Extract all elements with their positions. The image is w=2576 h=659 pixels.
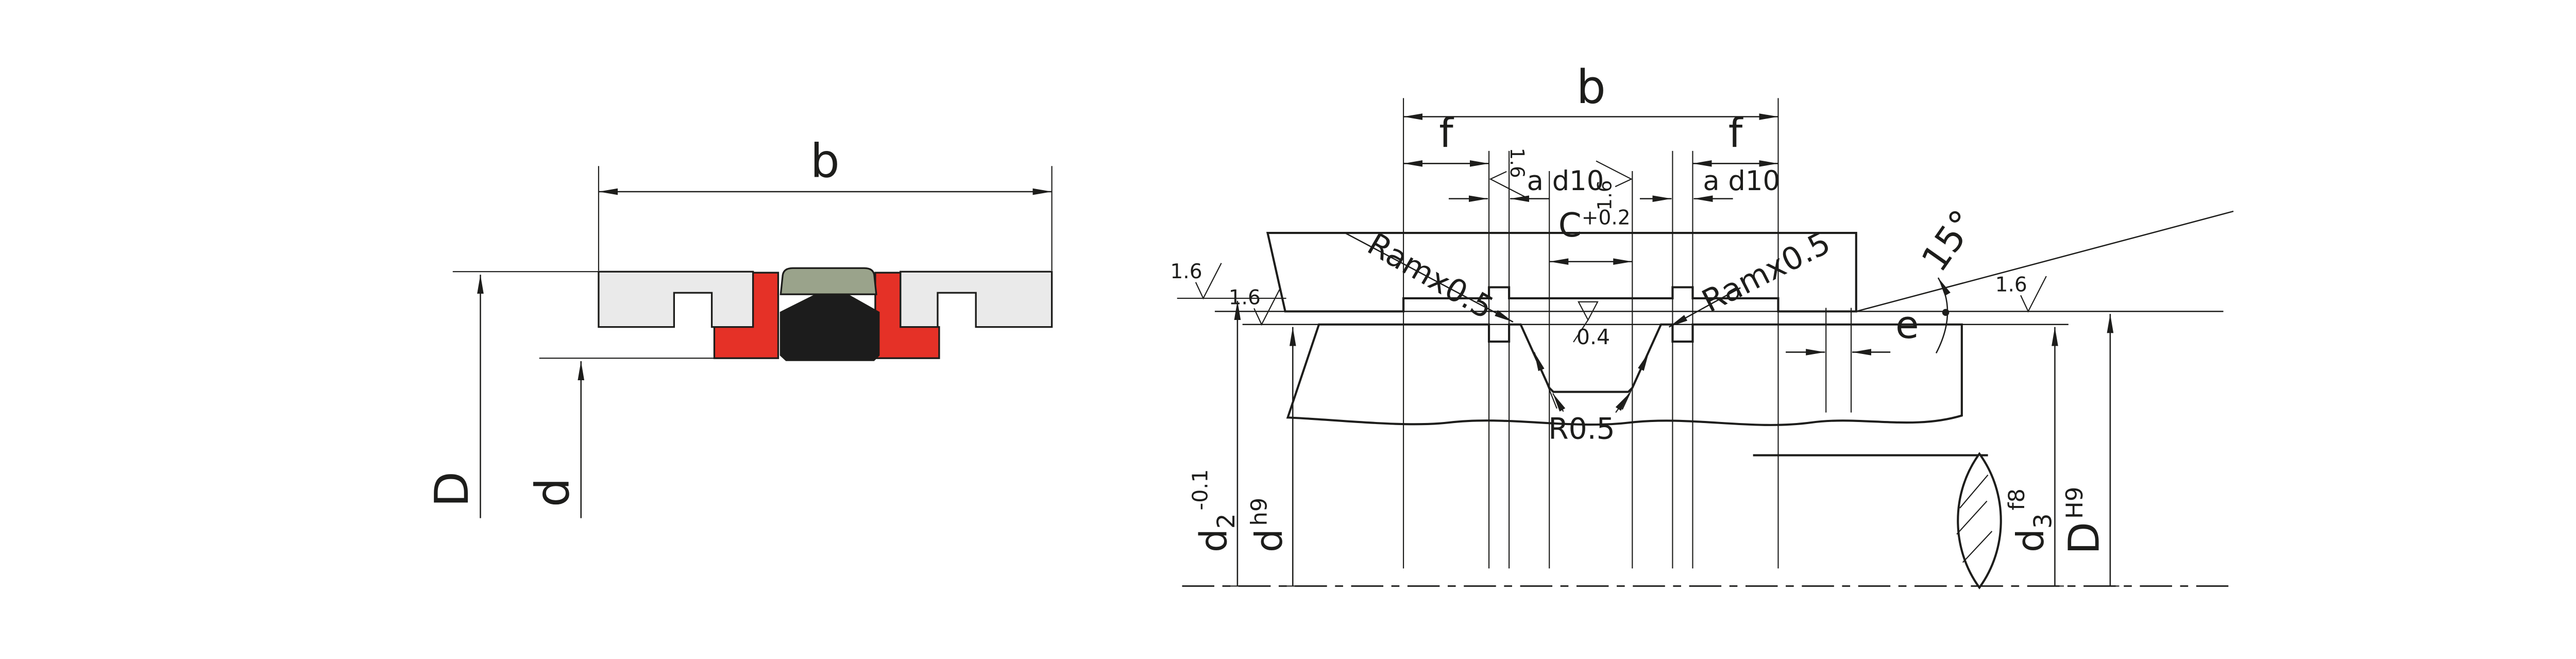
finish-mark-bore: 1.6 (1995, 273, 2047, 313)
dia-d1-label: dh9 (1247, 498, 1291, 552)
seal-gray-ring-right (900, 271, 1053, 328)
lead-in-angle-label: 15° (1913, 202, 1985, 279)
dia-D-label: DH9 (2060, 487, 2109, 554)
left-dim-b: b (598, 135, 1053, 271)
svg-text:1.6: 1.6 (1170, 260, 1202, 283)
drawing-page: b D d (426, 61, 2234, 589)
extension-lines (1403, 98, 1852, 569)
left-dim-D-label: D (426, 471, 479, 507)
finish-mark-slot-right-icon: 1.6 (1594, 160, 1633, 211)
dim-C-label: C+0.2 (1558, 206, 1631, 245)
dim-e: e (1786, 303, 1919, 356)
diameter-dims: d2-0.1 dh9 d3f8 DH9 (1188, 300, 2120, 587)
dim-C: C+0.2 (1549, 206, 1633, 265)
dim-a-left: a d10 1.6 1.6 (1448, 148, 1633, 211)
svg-text:1.6: 1.6 (1995, 273, 2027, 296)
dim-a-left-label: a d10 (1527, 165, 1604, 197)
svg-text:1.6: 1.6 (1506, 148, 1528, 178)
rod-broken-section (1753, 452, 2002, 589)
svg-text:1.6: 1.6 (1594, 180, 1616, 211)
dim-e-label: e (1895, 303, 1919, 347)
dim-f-right: f (1692, 110, 1778, 167)
dia-d3-label: d3f8 (2004, 488, 2058, 552)
finish-mark-slot-left-icon: 1.6 (1489, 148, 1528, 198)
corner-radius-callout: R0.5 (1533, 351, 1650, 446)
dim-a-right: a d10 (1639, 165, 1780, 202)
technical-drawing: b D d (426, 61, 2234, 589)
dia-d2-label: d2-0.1 (1188, 469, 1241, 552)
dim-f-left-label: f (1439, 110, 1454, 157)
left-dim-d: d (526, 358, 715, 518)
seal-cap-ring (779, 267, 877, 295)
piston-with-groove (1286, 323, 1963, 426)
left-dim-D: D (426, 271, 600, 518)
roughness-flank-right-label: Ramx0.5 (1697, 225, 1836, 319)
finish-mark-land: 1.6 (1229, 286, 1280, 326)
groove-finish-symbol: 0.4 (1573, 301, 1610, 349)
dim-b-label: b (1577, 61, 1606, 114)
dim-a-right-label: a d10 (1703, 165, 1780, 197)
dim-b: b (1403, 61, 1778, 120)
svg-text:1.6: 1.6 (1229, 286, 1261, 310)
corner-radius-label: R0.5 (1548, 412, 1615, 446)
dim-f-left: f (1403, 110, 1489, 167)
seal-cross-section-view: b D d (426, 135, 1053, 518)
seal-gray-ring-left (598, 271, 754, 328)
left-dim-b-label: b (810, 135, 840, 189)
finish-mark-groove-floor: 1.6 (1170, 260, 1222, 300)
housing-section-view: b f f a d10 1.6 1.6 (1170, 61, 2234, 589)
dim-f-right-label: f (1728, 110, 1743, 157)
seal-rubber-element (779, 293, 880, 361)
left-dim-d-label: d (526, 478, 580, 507)
groove-finish-value: 0.4 (1577, 325, 1610, 349)
